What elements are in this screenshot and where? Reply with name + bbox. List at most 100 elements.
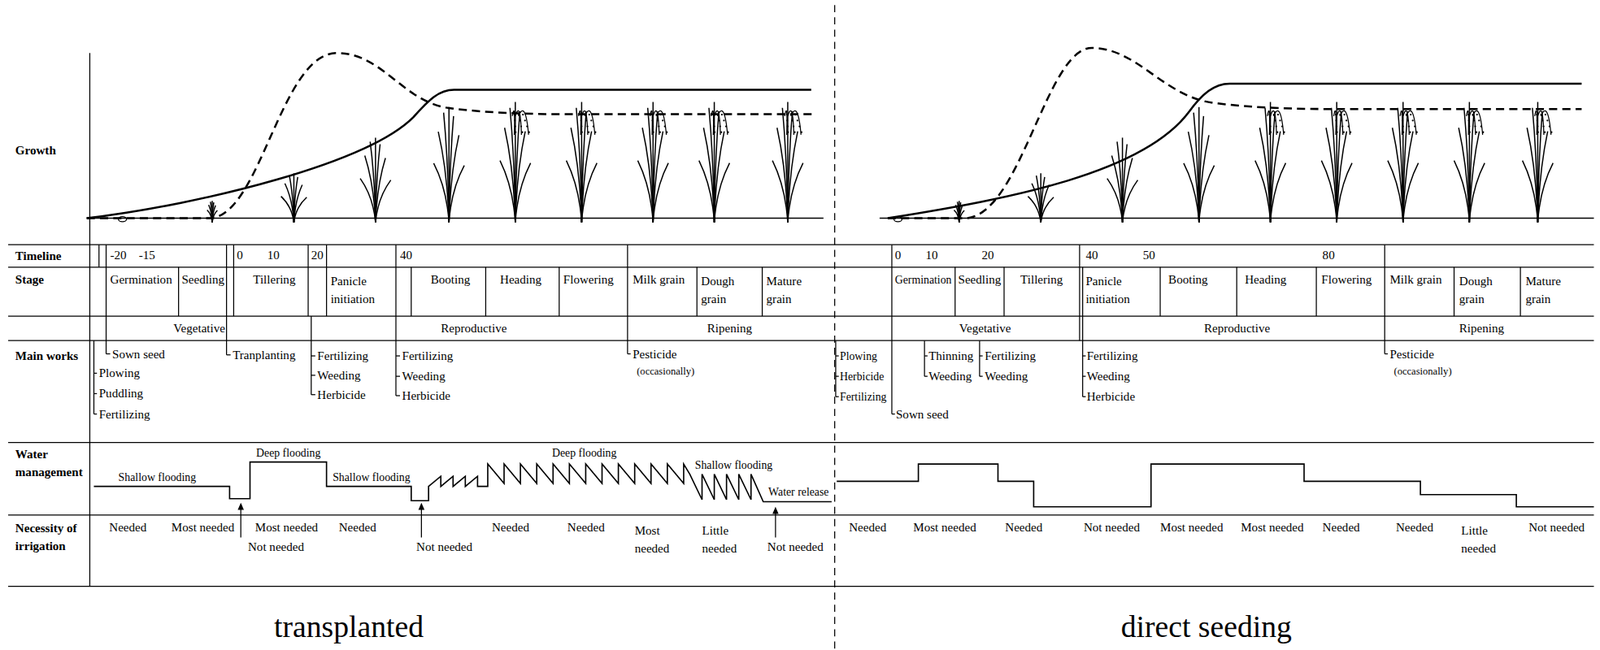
rice-grain bbox=[1276, 131, 1279, 134]
table-text: Booting bbox=[1168, 273, 1209, 287]
rice-grain bbox=[1482, 131, 1484, 134]
rice-panicle bbox=[578, 110, 582, 135]
table-text: 40 bbox=[1085, 248, 1098, 262]
table-text: Fertilizing bbox=[1086, 350, 1139, 364]
note-text: (occasionally) bbox=[636, 365, 695, 377]
rice-grain bbox=[1347, 125, 1349, 127]
rice-grain bbox=[719, 125, 722, 127]
rice-leaf bbox=[787, 163, 804, 223]
table-text: 50 bbox=[1143, 248, 1156, 262]
water-level-label: Water release bbox=[767, 485, 831, 498]
table-text: Ripening bbox=[1459, 322, 1505, 336]
rice-leaf bbox=[581, 163, 597, 223]
table-text: Reproductive bbox=[1204, 322, 1270, 336]
rice-panicle bbox=[711, 110, 714, 135]
rice-grain bbox=[1341, 125, 1344, 127]
rice-leaf bbox=[1036, 175, 1042, 222]
rice-grain bbox=[800, 131, 803, 134]
rice-panicle bbox=[650, 110, 653, 135]
rice-leaf bbox=[433, 163, 449, 223]
rice-panicle bbox=[1537, 110, 1544, 135]
row-header: Growth bbox=[15, 143, 57, 157]
rice-panicle bbox=[1466, 110, 1470, 135]
leader-bracket bbox=[979, 376, 983, 378]
rice-grain bbox=[1408, 131, 1411, 134]
table-text: Fertilizing bbox=[317, 350, 369, 364]
table-text: Dough grain bbox=[1459, 273, 1505, 309]
table-rule bbox=[8, 266, 1594, 268]
rice-panicle bbox=[1469, 110, 1476, 135]
table-divider bbox=[233, 244, 235, 268]
table-text: 40 bbox=[400, 248, 413, 262]
table-divider bbox=[178, 267, 179, 317]
rice-grain bbox=[1416, 131, 1418, 134]
rice-grain bbox=[661, 119, 664, 122]
rice-panicle bbox=[1339, 110, 1351, 135]
rice-grain bbox=[1475, 131, 1478, 134]
ground-line bbox=[879, 217, 1595, 220]
rice-panicle bbox=[1336, 110, 1344, 135]
table-text: Vegetative bbox=[959, 322, 1012, 336]
seed-symbol bbox=[893, 217, 902, 222]
rice-panicle bbox=[656, 110, 667, 135]
rice-leaf bbox=[1321, 160, 1337, 223]
water-level-line bbox=[836, 464, 1594, 508]
leader-bracket bbox=[93, 393, 97, 395]
rice-grain bbox=[1473, 119, 1475, 122]
table-text: 0 bbox=[236, 248, 244, 262]
rice-grain bbox=[1340, 119, 1343, 122]
rice-grain bbox=[1542, 125, 1544, 127]
table-divider bbox=[395, 244, 396, 268]
rice-grain bbox=[521, 131, 523, 134]
growth-curve bbox=[887, 83, 1582, 219]
rice-grain bbox=[580, 119, 583, 122]
table-text: Puddling bbox=[99, 387, 144, 401]
table-text: Herbicide bbox=[839, 370, 884, 383]
leader-bracket bbox=[924, 355, 928, 357]
rice-leaf bbox=[1464, 108, 1470, 223]
water-level-label: Shallow flooding bbox=[693, 459, 774, 472]
table-text: Reproductive bbox=[440, 322, 507, 336]
rice-panicle bbox=[717, 110, 728, 135]
rice-panicle bbox=[1406, 110, 1418, 135]
table-text: Thinning bbox=[928, 350, 974, 364]
rice-leaf bbox=[566, 160, 583, 223]
rice-leaf bbox=[652, 163, 669, 223]
leader-bracket bbox=[923, 340, 925, 377]
table-text: Not needed bbox=[416, 540, 473, 554]
rice-grain bbox=[796, 119, 799, 122]
rice-grain bbox=[1412, 119, 1414, 122]
rice-leaf bbox=[369, 141, 376, 222]
rice-grain bbox=[1537, 131, 1540, 134]
rice-grain bbox=[794, 113, 796, 116]
leader-bracket bbox=[1082, 376, 1087, 378]
table-text: Needed bbox=[1395, 521, 1434, 535]
rice-grain bbox=[1476, 113, 1479, 116]
rice-grain bbox=[717, 119, 720, 122]
rice-panicle bbox=[714, 110, 722, 135]
rice-leaf bbox=[1532, 108, 1539, 223]
table-text: Weeding bbox=[317, 369, 361, 383]
note-text: (occasionally) bbox=[1393, 365, 1452, 377]
arrow-head bbox=[237, 503, 244, 511]
row-header: Main works bbox=[15, 350, 79, 364]
rice-grain bbox=[1349, 131, 1352, 134]
rice-grain bbox=[713, 125, 715, 127]
table-text: Panicle initiation bbox=[1085, 273, 1147, 309]
rice-grain bbox=[1343, 131, 1345, 134]
rice-grain bbox=[1401, 119, 1404, 122]
rice-leaf bbox=[1255, 160, 1271, 223]
rice-grain bbox=[792, 125, 795, 127]
row-header: Stage bbox=[15, 273, 44, 287]
pointer-line bbox=[240, 506, 242, 539]
rice-grain bbox=[1278, 119, 1281, 122]
table-text: Mature grain bbox=[766, 273, 813, 309]
leader-bracket bbox=[835, 376, 840, 378]
table-divider bbox=[1236, 267, 1238, 317]
rice-grain bbox=[587, 131, 590, 134]
table-text: Weeding bbox=[1086, 370, 1131, 384]
table-divider bbox=[1159, 267, 1161, 317]
table-text: Needed bbox=[567, 521, 605, 535]
table-text: Needed bbox=[108, 521, 147, 535]
